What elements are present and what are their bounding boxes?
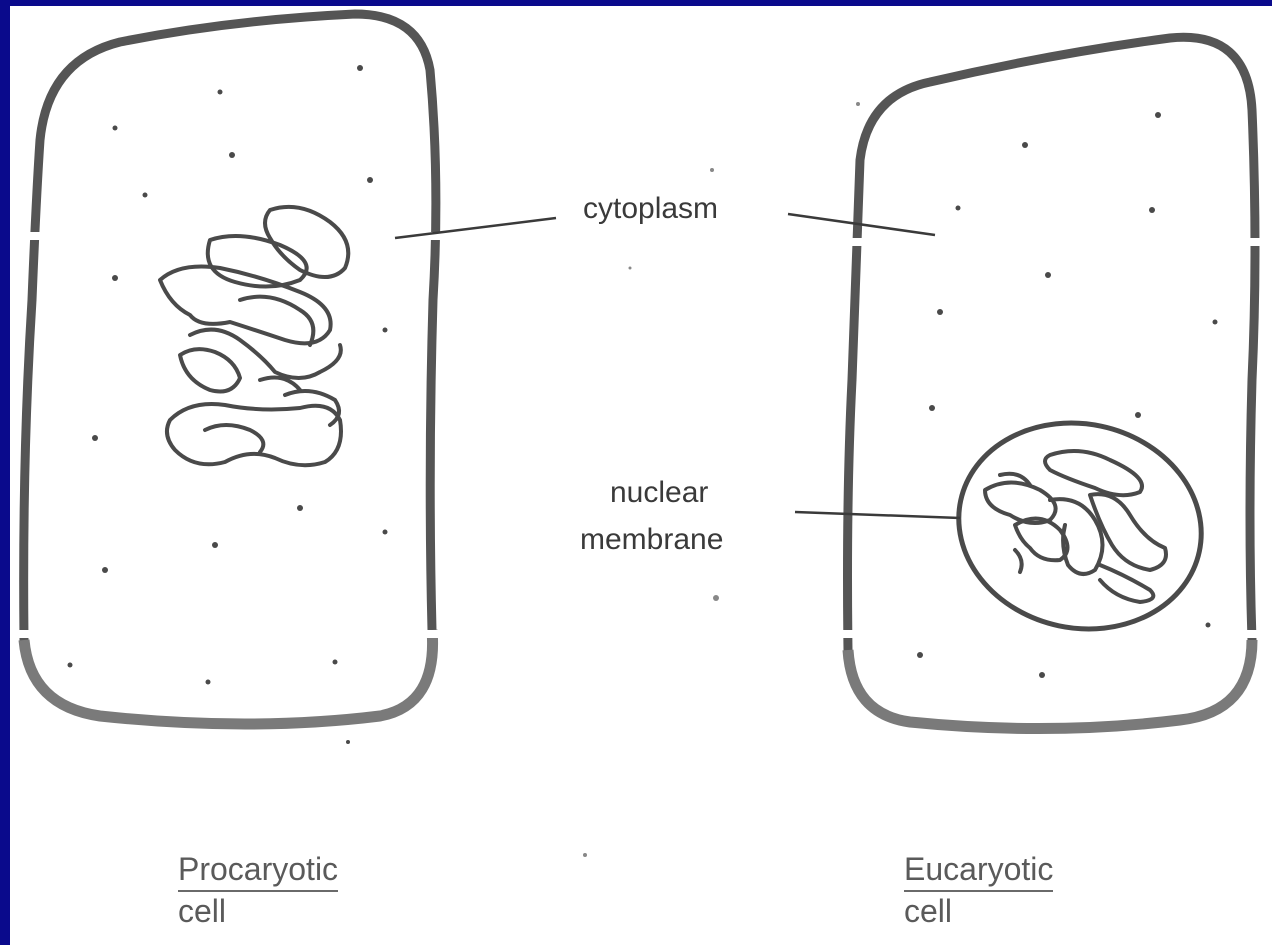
- eucaryotic-caption-line1: Eucaryotic: [904, 850, 1053, 892]
- eucaryotic-caption-line2: cell: [904, 892, 1053, 930]
- cytoplasm-label: cytoplasm: [583, 192, 718, 226]
- procaryotic-cell-caption: Procaryotic cell: [178, 850, 338, 930]
- procaryotic-caption-line1: Procaryotic: [178, 850, 338, 892]
- procaryotic-nucleoid: [160, 207, 348, 465]
- nuclear-membrane-label-line1: nuclear: [610, 476, 708, 510]
- nuclear-membrane-leader: [795, 512, 960, 518]
- cytoplasm-leader-left: [395, 218, 556, 238]
- eucaryotic-cell-caption: Eucaryotic cell: [904, 850, 1053, 930]
- eucaryotic-nucleus: [939, 401, 1220, 651]
- procaryotic-caption-line2: cell: [178, 892, 338, 930]
- procaryotic-cell-wall: [16, 14, 446, 724]
- nuclear-membrane-label-line2: membrane: [580, 523, 723, 557]
- eucaryotic-cytoplasm-granules: [917, 112, 1218, 678]
- label-leader-lines: [395, 214, 960, 518]
